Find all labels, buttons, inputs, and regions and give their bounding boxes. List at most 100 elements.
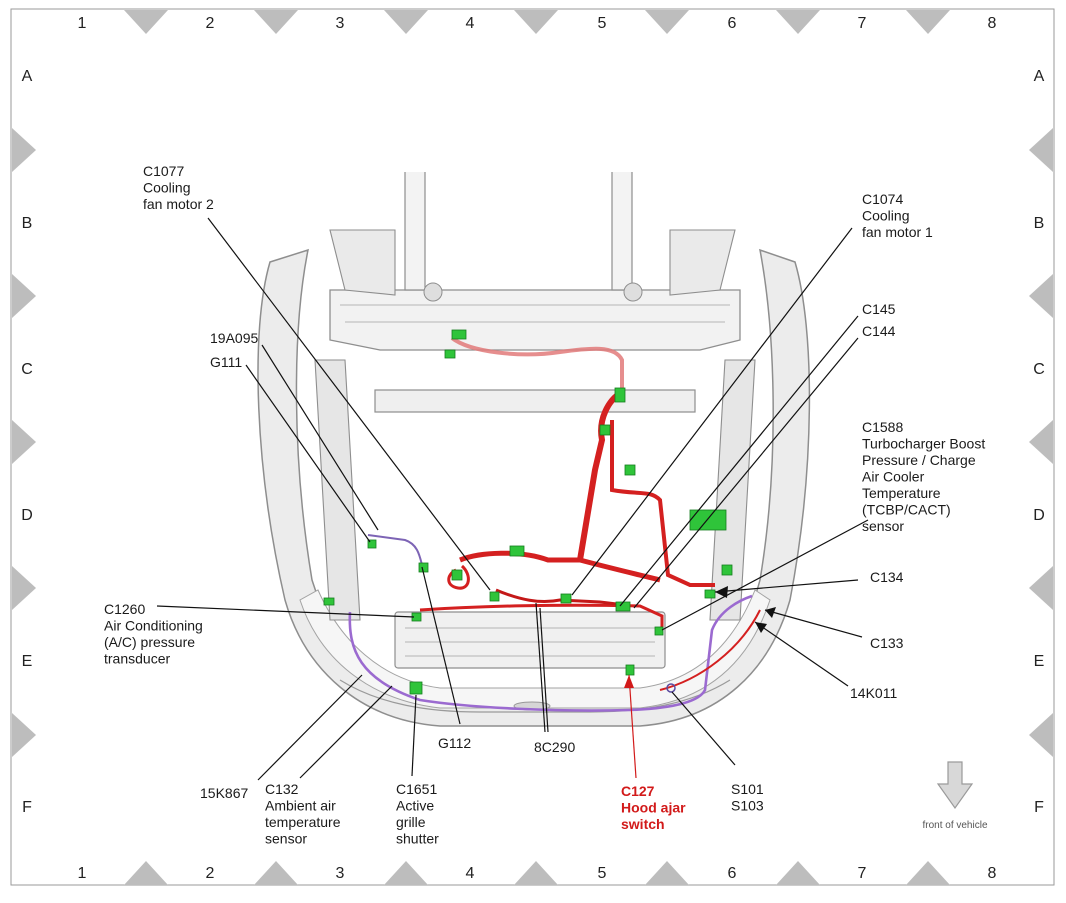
grid-row-boundary-marker (1029, 420, 1053, 464)
harness-main-trunk (577, 389, 624, 561)
leader-8c290 (539, 607, 549, 733)
leader-15k867 (257, 674, 363, 781)
grid-row-label-left: F (22, 799, 32, 816)
leader-14k011 (754, 621, 849, 687)
leader-c1077 (207, 217, 491, 591)
grid-column-label-bottom: 4 (466, 865, 475, 882)
leader-c133 (764, 609, 863, 638)
leader-c1588 (661, 519, 869, 631)
callout-8c290-line: 8C290 (534, 739, 575, 755)
callout-c145: C145 (862, 301, 896, 317)
grid-column-label-top: 6 (728, 15, 737, 32)
grid-row-boundary-marker (1029, 566, 1053, 610)
callout-c127-line: C127 (621, 783, 655, 799)
callout-c1077-line: Cooling (143, 180, 190, 196)
callout-c1588-line: Turbocharger Boost (862, 436, 985, 452)
callout-c145-line: C145 (862, 301, 896, 317)
grid-column-label-bottom: 1 (78, 865, 87, 882)
grid-column-boundary-marker (124, 861, 168, 885)
orientation-indicator: front of vehicle (922, 761, 988, 831)
grid-row-boundary-marker (1029, 713, 1053, 757)
harness-purple-lower (348, 594, 753, 712)
harness-cross-branch (459, 550, 661, 583)
grid-row-boundary-marker (1029, 274, 1053, 318)
callout-c1588-line: sensor (862, 518, 904, 534)
callout-c133-line: C133 (870, 635, 904, 651)
callout-s101-line: S101 (731, 781, 764, 797)
grid-column-boundary-marker (906, 861, 950, 885)
callout-14k011-line: 14K011 (850, 685, 897, 701)
harness-connectors (323, 329, 733, 695)
callout-c1260-line: (A/C) pressure (104, 634, 195, 650)
grid-row-label-left: C (21, 361, 33, 378)
grid-column-label-top: 3 (336, 15, 345, 32)
callout-c1651-line: shutter (396, 831, 439, 847)
grid-column-label-top: 8 (988, 15, 997, 32)
callout-c1651-line: grille (396, 814, 426, 830)
grid-row-boundary-marker (12, 713, 36, 757)
grid-column-boundary-marker (645, 861, 689, 885)
grid-row-label-left: E (22, 653, 33, 670)
grid-column-boundary-marker (384, 10, 428, 34)
grid-row-label-right: C (1033, 361, 1045, 378)
harness-lower-branch (419, 603, 664, 630)
leader-c127 (628, 674, 637, 779)
down-arrow-icon (936, 761, 974, 810)
front-of-vehicle-label: front of vehicle (922, 820, 987, 831)
leader-g111 (245, 364, 371, 543)
grid-column-boundary-marker (384, 861, 428, 885)
callout-c134: C134 (870, 569, 904, 585)
grid-column-boundary-marker (514, 10, 558, 34)
grid-markers (12, 10, 1053, 885)
callout-c1074-line: fan motor 1 (862, 224, 933, 240)
callout-c134-line: C134 (870, 569, 904, 585)
grid-column-boundary-marker (254, 10, 298, 34)
callout-8c290: 8C290 (534, 739, 575, 755)
grid-column-label-top: 2 (206, 15, 215, 32)
callout-c127-line: Hood ajar (621, 800, 686, 816)
grid-column-label-bottom: 3 (336, 865, 345, 882)
leader-c1074 (571, 227, 853, 596)
callout-c1588-line: Air Cooler (862, 469, 925, 485)
callout-c133: C133 (870, 635, 904, 651)
callout-14k011: 14K011 (850, 685, 897, 701)
callout-c1260-line: transducer (104, 651, 170, 667)
grid-row-label-left: A (22, 68, 33, 85)
grid-column-label-top: 7 (858, 15, 867, 32)
grid-column-label-bottom: 7 (858, 865, 867, 882)
callout-c1651-line: Active (396, 798, 434, 814)
grid-row-label-left: B (22, 215, 33, 232)
callout-c1588-line: Pressure / Charge (862, 452, 976, 468)
callout-c1651-line: C1651 (396, 781, 437, 797)
callout-c1588-line: (TCBP/CACT) (862, 502, 951, 518)
callout-c132-line: Ambient air (265, 798, 336, 814)
harness-upper-branch (450, 336, 624, 392)
grid-column-label-bottom: 6 (728, 865, 737, 882)
grid-column-label-top: 1 (78, 15, 87, 32)
leader-lines (156, 217, 869, 781)
grid-row-boundary-marker (12, 420, 36, 464)
grid-row-label-right: D (1033, 507, 1045, 524)
grid-row-label-right: A (1034, 68, 1045, 85)
grid-column-boundary-marker (124, 10, 168, 34)
callout-15k867: 15K867 (200, 785, 248, 801)
callout-c1588-line: Temperature (862, 485, 941, 501)
callout-c1260-line: Air Conditioning (104, 618, 203, 634)
callout-15k867-line: 15K867 (200, 785, 248, 801)
leader-c1260 (156, 605, 415, 618)
leader-19a095 (261, 344, 379, 531)
leader-c1651 (411, 694, 417, 777)
callout-g111: G111 (210, 354, 242, 370)
leader-c145 (619, 315, 859, 607)
grid-column-label-bottom: 5 (598, 865, 607, 882)
bumper-face (299, 589, 771, 709)
grille-opening (394, 611, 666, 669)
